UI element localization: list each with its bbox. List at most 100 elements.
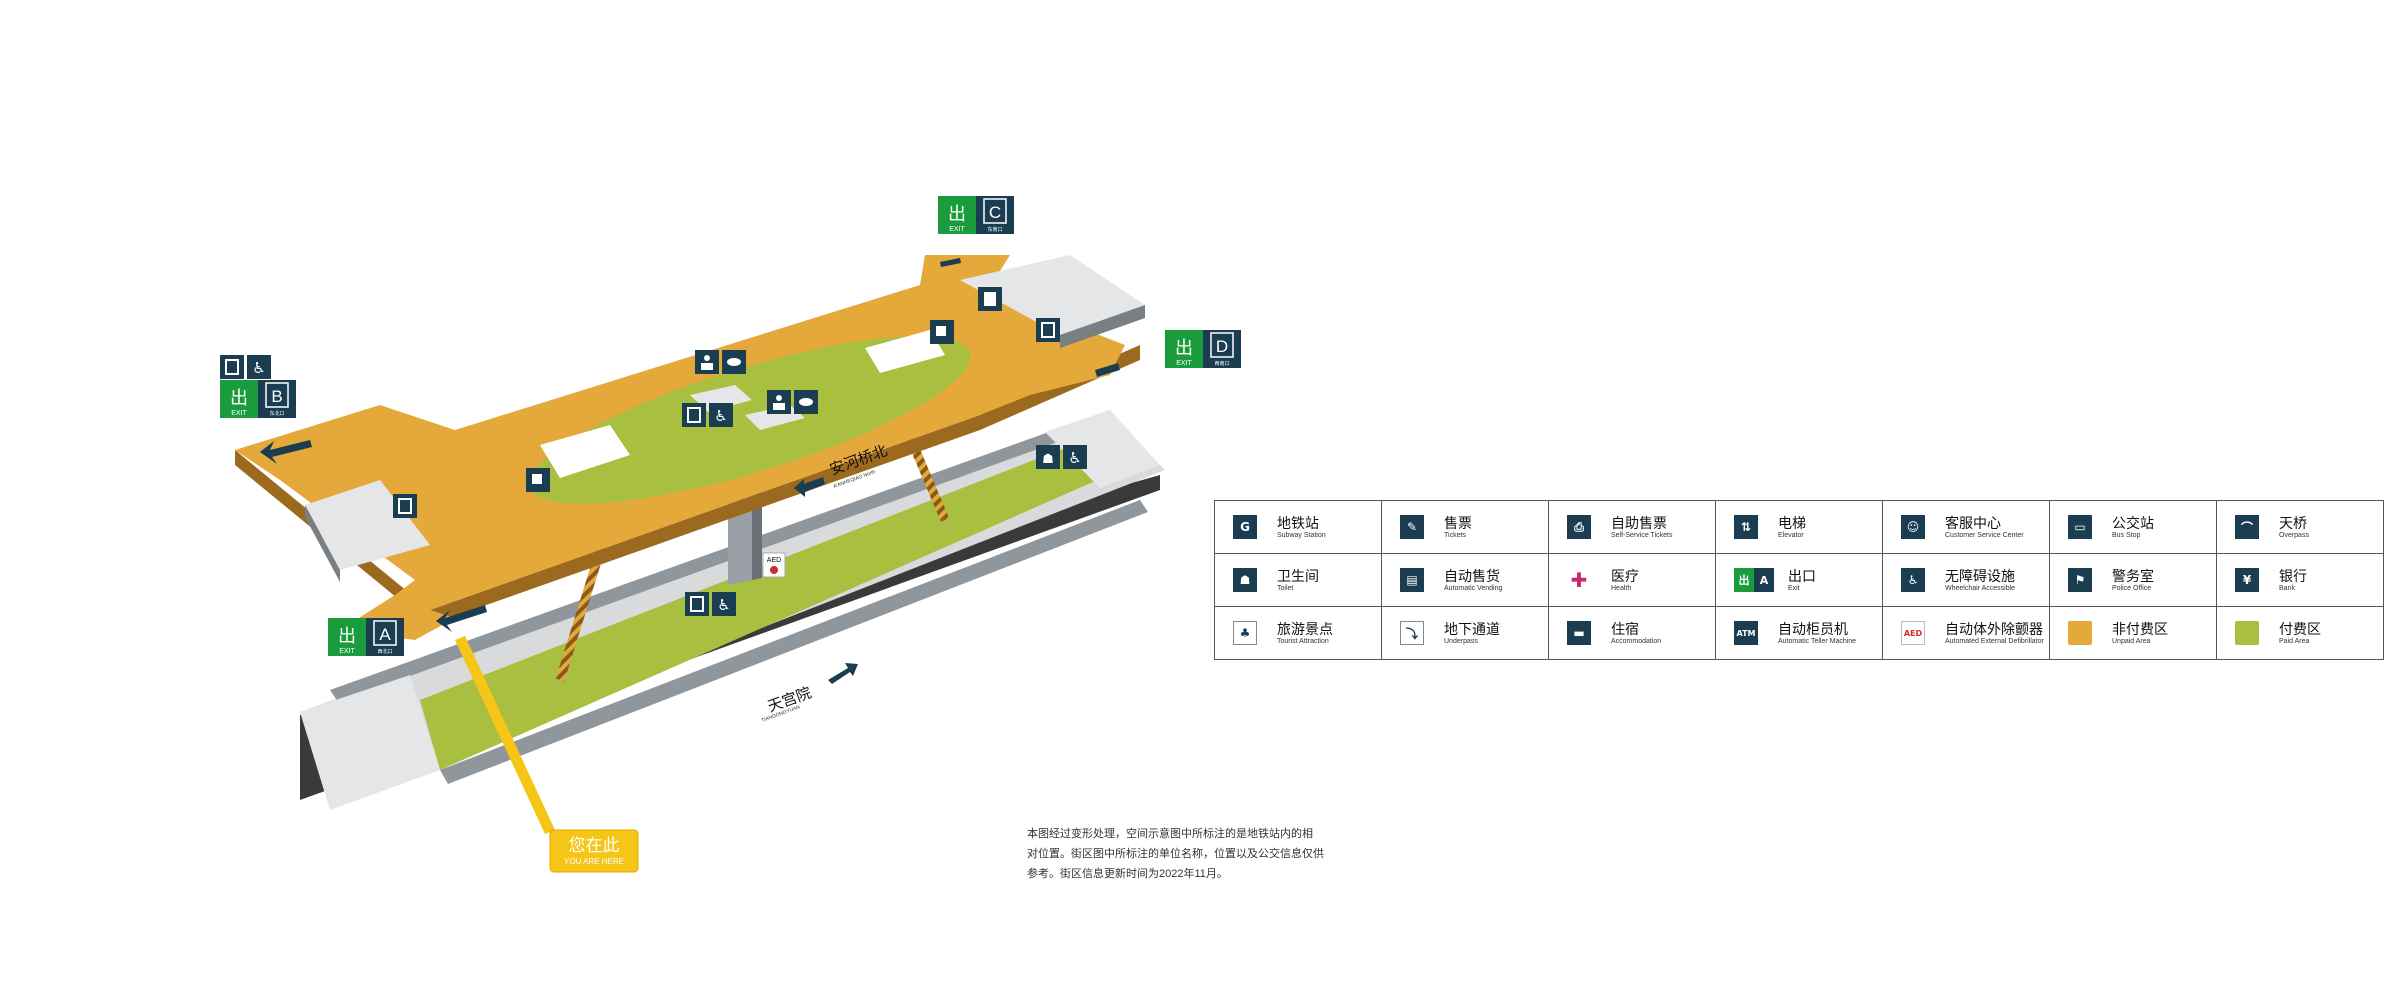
underpass-icon: ⤵ [1400,621,1424,645]
svg-text:♿: ♿ [717,597,730,614]
legend-label: 旅游景点 [1277,620,1333,637]
svg-text:AED: AED [767,557,781,564]
exit-sign-b: 出 EXIT B 东北口 [220,380,296,418]
svg-text:☗: ☗ [1042,451,1054,466]
tourist-icon: ♣ [1233,621,1257,645]
legend-sublabel: Health [1611,584,1632,592]
elevator-icon [682,403,706,427]
legend-label: 电梯 [1778,514,1806,531]
subway-icon: G [1233,515,1257,539]
svg-text:D: D [1216,337,1228,356]
svg-text:EXIT: EXIT [231,410,247,417]
legend-label: 卫生间 [1277,567,1319,584]
self-service-ticket-icon [930,320,954,344]
concourse-level [235,255,1145,640]
exit-sign-c: 出 EXIT C 东南口 [938,196,1014,234]
svg-text:EXIT: EXIT [1176,360,1192,367]
overpass-icon: ⌒ [2235,515,2259,539]
bank-icon: ¥ [2235,568,2259,592]
legend-sublabel: Subway Station [1277,531,1326,539]
legend-label: 自动售货 [1444,567,1500,584]
legend-label: 付费区 [2279,620,2321,637]
svg-text:B: B [271,387,282,406]
you-are-here-marker: 您在此 YOU ARE HERE [549,829,639,873]
svg-text:C: C [989,203,1001,222]
elevator-icon [685,592,709,616]
map-disclaimer-line: 对位置。街区图中所标注的单位名称，位置以及公交信息仅供 [1027,848,1324,860]
legend-sublabel: Tourist Attraction [1277,637,1329,645]
elevator-icon: ⇅ [1734,515,1758,539]
map-disclaimer-line: 参考。街区信息更新时间为2022年11月。 [1027,868,1228,880]
legend-sublabel: Automatic Vending [1444,584,1503,592]
legend-label: 天桥 [2279,514,2307,531]
tickets-icon [722,350,746,374]
legend-sublabel: Unpaid Area [2112,637,2151,645]
line-direction-south: 天宫院 TIANGONGYUAN [761,663,858,724]
customer-service-icon: ☺ [1901,515,1925,539]
vending-icon [393,494,417,518]
police-icon: ⚑ [2068,568,2092,592]
toilet-icon: ☗ [1036,445,1060,469]
unpaid-area-swatch [2068,621,2092,645]
aed-icon: AED [762,552,786,578]
wheelchair-icon: ♿ [1063,445,1087,469]
legend-sublabel: Automated External Defibrillator [1945,637,2044,645]
legend-label: 自动柜员机 [1778,620,1848,637]
svg-text:出: 出 [230,388,248,408]
aed-icon: AED [1901,621,1925,645]
elevator-icon [220,355,244,379]
wheelchair-icon: ♿ [709,403,733,427]
station-map: 安河桥北 A'ANHEQIAO North 天宫院 TIANGONGYUAN ♿… [220,196,1241,873]
legend-sublabel: Bank [2279,584,2295,592]
legend-label: 自动体外除颤器 [1945,620,2043,637]
legend-label: 无障碍设施 [1945,567,2015,584]
accommodation-icon: ▬ [1567,621,1591,645]
svg-text:出: 出 [338,626,356,646]
paid-area-swatch [2235,621,2259,645]
legend-sublabel: Wheelchair Accessible [1945,584,2016,592]
police-icon [978,287,1002,311]
legend-label: 自助售票 [1611,514,1667,531]
exit-sign-a: 出 EXIT A 西北口 [328,618,404,656]
svg-text:东北口: 东北口 [269,410,284,417]
legend-sublabel: Underpass [1444,637,1478,645]
legend-label: 地下通道 [1444,620,1500,637]
legend-sublabel: Elevator [1778,531,1804,539]
bus-icon: ▭ [2068,515,2092,539]
facility-signs: ♿ ♿ ☗ ♿ ♿ AED [220,287,1087,616]
vending-icon [1036,318,1060,342]
legend-sublabel: Customer Service Center [1945,531,2024,539]
wheelchair-icon: ♿ [712,592,736,616]
svg-text:A: A [379,625,391,644]
svg-text:出: 出 [948,204,966,224]
svg-text:♿: ♿ [252,360,265,377]
you-are-here-beam [455,636,555,834]
tickets-icon [794,390,818,414]
legend-label: 警务室 [2112,567,2154,584]
svg-text:出: 出 [1175,338,1193,358]
svg-text:东南口: 东南口 [987,226,1002,233]
svg-text:您在此: 您在此 [569,836,620,855]
svg-text:♿: ♿ [714,408,727,425]
atm-icon: ATM [1734,621,1758,645]
legend-sublabel: Exit [1788,584,1800,592]
self-service-ticket-icon: ⎙ [1567,515,1591,539]
legend-label: 出口 [1788,567,1816,584]
legend-label: 售票 [1444,514,1472,531]
legend-sublabel: Toilet [1277,584,1294,592]
